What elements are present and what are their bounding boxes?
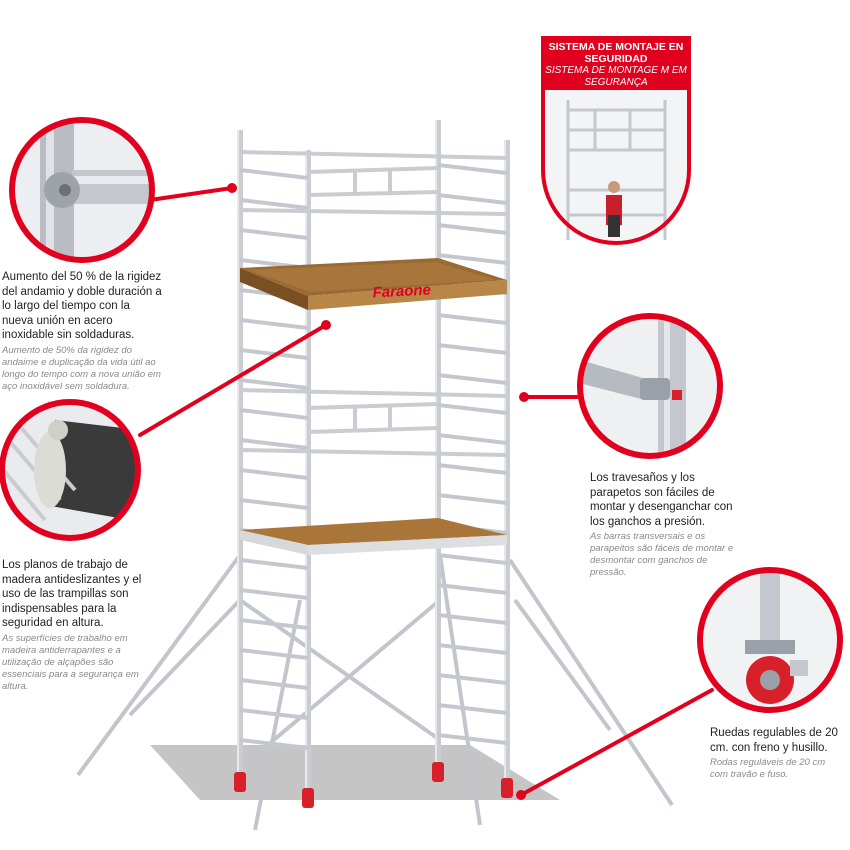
joint-text-pt: Aumento de 50% da rigidez do andaime e d… [2, 344, 161, 392]
rung [239, 738, 309, 750]
rung [437, 673, 508, 685]
rung [437, 253, 508, 265]
joint-detail-image [9, 117, 155, 263]
joint-callout: Aumento del 50 % de la rigidez del andam… [2, 270, 162, 393]
wheel-detail-image [697, 567, 843, 713]
rung [239, 378, 309, 390]
hooks-text-pt: As barras transversais e os parapeitos s… [590, 531, 734, 578]
hook-detail-image [577, 313, 723, 459]
callout-lines [138, 186, 714, 797]
hooks-callout: Los travesaños y los parapetos son fácil… [590, 471, 740, 579]
rung [239, 558, 309, 570]
planks-text-es: Los planos de trabajo de madera antidesl… [2, 559, 142, 629]
rung [239, 678, 309, 690]
rung [437, 313, 508, 325]
rung [239, 228, 309, 240]
rung [437, 343, 508, 355]
rung [239, 168, 309, 180]
rung [437, 163, 508, 175]
rung [437, 463, 508, 475]
brand-logo: Faraone [372, 281, 431, 301]
top-guardrail [239, 150, 508, 216]
caster-wheels [234, 762, 513, 808]
rung [239, 438, 309, 450]
rung [239, 498, 309, 510]
joint-text-es: Aumento del 50 % de la rigidez del andam… [2, 271, 162, 341]
planks-callout: Los planos de trabajo de madera antidesl… [2, 558, 147, 693]
rung [239, 468, 309, 480]
rung [437, 703, 508, 715]
rung [239, 198, 309, 210]
rung [437, 733, 508, 745]
rung [239, 318, 309, 330]
assembly-system-badge: SISTEMA DE MONTAJE EN SEGURIDAD SISTEMA … [543, 38, 689, 90]
rung [239, 408, 309, 420]
rung [437, 553, 508, 565]
planks-text-pt: As superfícies de trabalho em madeira an… [2, 632, 139, 692]
rung [437, 613, 508, 625]
badge-title-pt: SISTEMA DE MONTAGE M EM SEGURANÇA [545, 65, 687, 88]
lower-platform [240, 518, 507, 555]
wheels-callout: Ruedas regulables de 20 cm. con freno y … [710, 726, 845, 781]
rung [437, 403, 508, 415]
rung [239, 618, 309, 630]
wheels-text-pt: Rodas reguláveis de 20 cm com travão e f… [710, 757, 826, 780]
rung [239, 708, 309, 720]
rung [437, 643, 508, 655]
mid-guardrail [239, 388, 508, 457]
hooks-text-es: Los travesaños y los parapetos son fácil… [590, 472, 733, 528]
rung [239, 588, 309, 600]
upper-platform [240, 258, 507, 310]
ground-shadow [150, 745, 560, 800]
rung [437, 433, 508, 445]
rung [437, 193, 508, 205]
rung [437, 373, 508, 385]
badge-title-es: SISTEMA DE MONTAJE EN SEGURIDAD [548, 41, 684, 65]
frame-rungs [239, 163, 508, 750]
wheels-text-es: Ruedas regulables de 20 cm. con freno y … [710, 727, 838, 754]
rung [239, 648, 309, 660]
rung [437, 583, 508, 595]
rung [437, 223, 508, 235]
trapdoor-detail-image [0, 399, 141, 541]
rung [437, 493, 508, 505]
